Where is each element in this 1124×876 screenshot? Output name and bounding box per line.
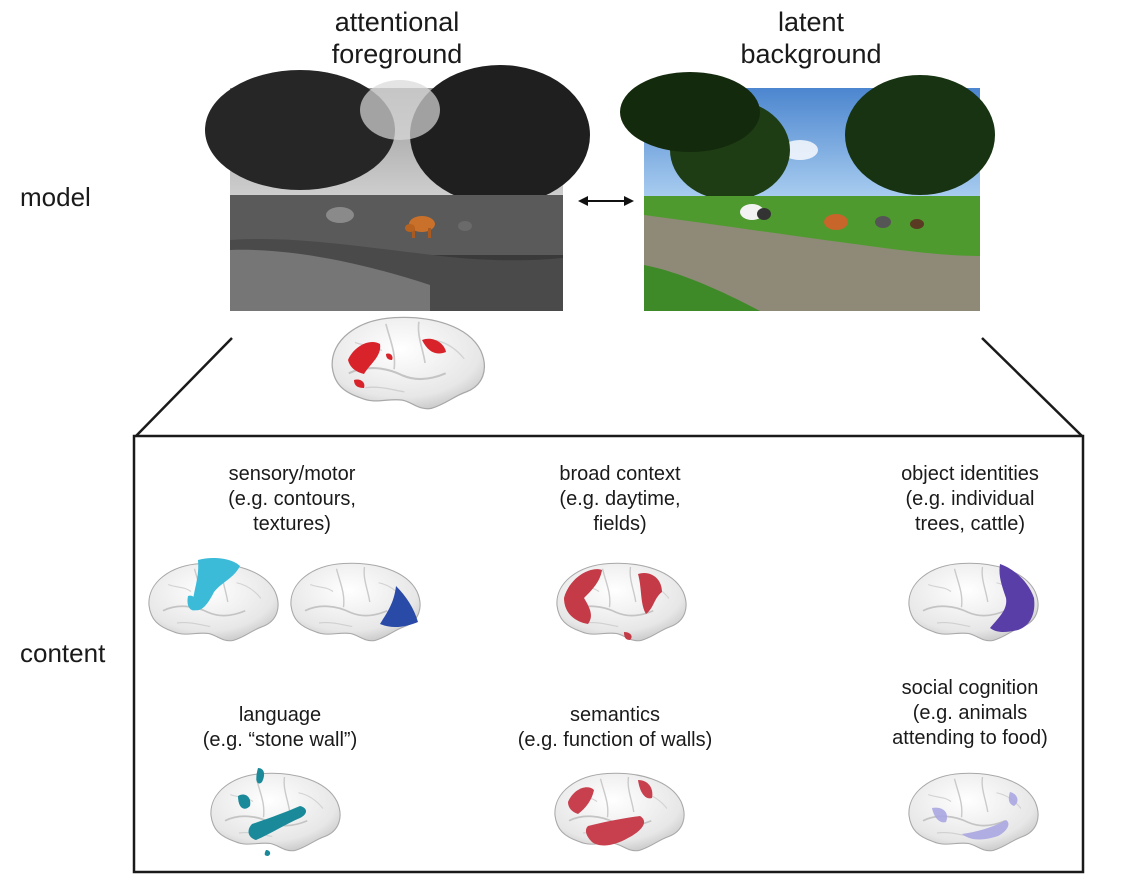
caption-social-cognition: social cognition (e.g. animals attending…	[892, 677, 1048, 749]
highlighted-cow-icon	[405, 216, 435, 238]
zoom-line-right	[981, 337, 1083, 437]
header-attentional-foreground: attentional foreground	[331, 7, 463, 70]
context-brain	[555, 562, 688, 642]
double-headed-arrow-icon	[578, 196, 634, 206]
row-label-content: content	[20, 638, 106, 668]
attention-brain	[331, 316, 486, 410]
caption-object-identities: object identities (e.g. individual trees…	[901, 463, 1039, 535]
language-brain	[209, 768, 342, 856]
social-brain	[907, 772, 1040, 852]
caption-sensory-motor: sensory/motor (e.g. contours, textures)	[228, 463, 356, 535]
caption-broad-context: broad context (e.g. daytime, fields)	[559, 463, 681, 535]
sensory-brain-medial	[289, 562, 422, 642]
background-scene-image	[620, 72, 995, 311]
sensory-brain-lateral	[147, 558, 280, 642]
object-brain	[907, 562, 1040, 642]
caption-semantics: semantics (e.g. function of walls)	[517, 704, 713, 751]
row-label-model: model	[20, 182, 91, 212]
foreground-scene-image	[205, 65, 590, 311]
semantics-brain	[553, 772, 686, 852]
content-box	[132, 434, 1085, 874]
caption-language: language (e.g. “stone wall”)	[202, 704, 358, 751]
zoom-line-left	[135, 337, 233, 437]
header-latent-background: latent background	[740, 7, 882, 70]
